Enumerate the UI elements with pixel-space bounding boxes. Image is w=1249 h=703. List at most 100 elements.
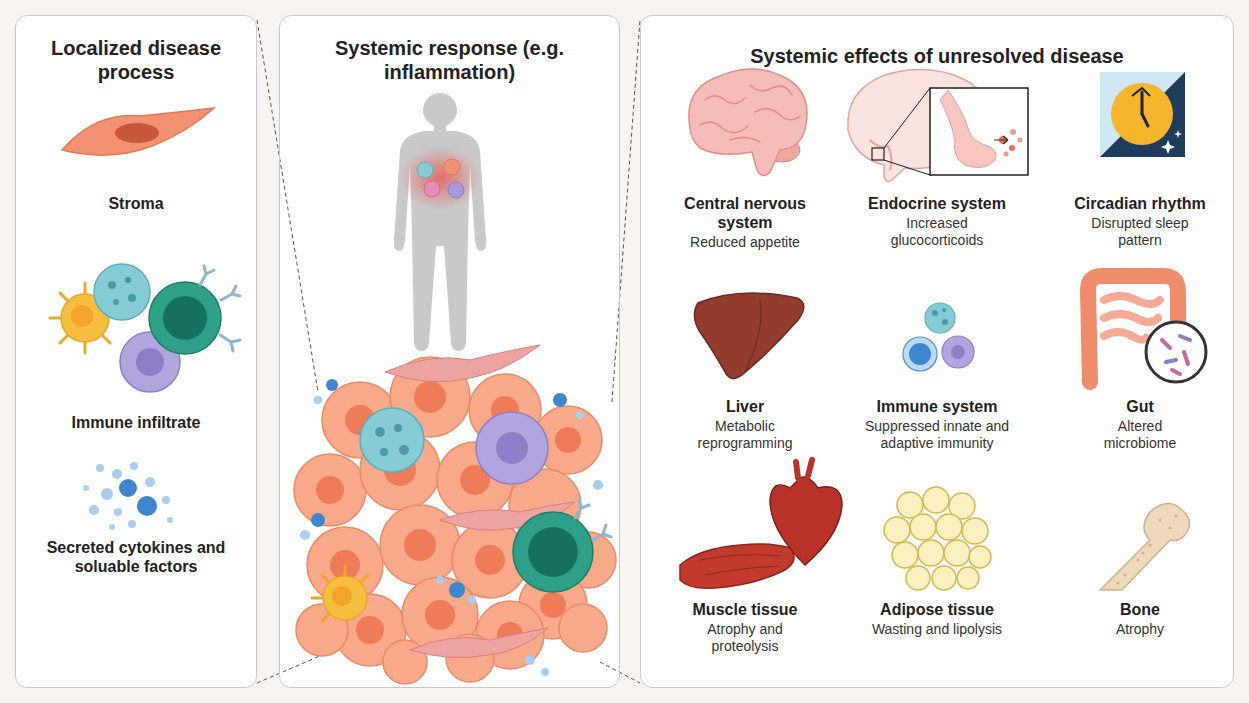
immune-cells	[125, 277, 131, 283]
item-description: Atrophy	[1060, 621, 1220, 638]
adipose-icon	[957, 567, 979, 589]
immune-cells	[221, 286, 240, 300]
label-holder: Immune infiltrate	[26, 413, 246, 432]
cytokine-dots	[83, 485, 89, 491]
tumor-cytokines	[525, 655, 535, 665]
bone-icon	[1100, 503, 1190, 590]
bone-icon	[1100, 503, 1190, 590]
adipose-icon	[884, 487, 991, 590]
bone-icon	[1141, 551, 1144, 554]
label-holder: Stroma	[31, 194, 241, 213]
tumor-nucleus	[475, 545, 505, 575]
cytokine-dots	[83, 462, 173, 530]
tumor-immune-cells	[360, 408, 424, 472]
immune-cells	[50, 264, 240, 392]
item-title: Circadian rhythm	[1045, 194, 1235, 213]
panel-ground	[15, 15, 257, 688]
panel-heading: Localized disease process	[25, 36, 247, 84]
clock-icon	[1142, 114, 1148, 126]
clock-icon	[1141, 92, 1144, 114]
label-holder: Suppressed innate and adaptive immunity	[855, 418, 1020, 452]
tumor-immune-cells	[332, 586, 352, 606]
immune-icon	[903, 303, 974, 371]
person-figure	[448, 182, 464, 198]
tumor-immune-cells	[575, 500, 611, 540]
item-title: Immune infiltrate	[26, 413, 246, 432]
tumor-immune-cells	[375, 427, 385, 437]
tumor-cytokines	[468, 596, 476, 604]
tumor-nucleus	[316, 476, 344, 504]
tumor-stroma	[385, 345, 575, 658]
tumor-cytokines	[314, 396, 322, 404]
label-holder: Increased glucocorticoids	[862, 215, 1012, 249]
adipose-icon	[944, 540, 970, 566]
immune-cells	[71, 305, 93, 327]
item-description: Atrophy and proteolysis	[693, 621, 798, 655]
tumor-immune-cells	[593, 525, 611, 540]
item-title: Secreted cytokines and soluable factors	[36, 538, 236, 576]
item-title: Stroma	[31, 194, 241, 213]
item-title: Gut	[1045, 397, 1235, 416]
label-holder: Gut	[1045, 397, 1235, 416]
panel-ground	[279, 15, 620, 688]
stroma-cell	[62, 108, 214, 155]
endocrine-icon	[994, 136, 1008, 144]
tumor-immune-cells	[323, 576, 367, 620]
gut-icon	[1180, 336, 1190, 340]
endocrine-icon	[884, 160, 930, 175]
gut-icon	[1162, 336, 1190, 374]
label-holder: Immune system	[842, 397, 1032, 416]
cytokine-dots	[109, 524, 115, 530]
tumor-nucleus	[356, 616, 384, 644]
immune-icon	[903, 337, 937, 371]
label-holder: Secreted cytokines and soluable factors	[36, 538, 236, 576]
tumor-cytokines	[326, 379, 338, 391]
clock-icon	[1100, 72, 1185, 157]
person-figure	[423, 93, 457, 127]
item-title: Muscle tissue	[650, 600, 840, 619]
zoom-line	[257, 20, 318, 392]
liver-icon	[694, 293, 803, 378]
tumor-cytokines	[593, 480, 603, 490]
tumor-stroma	[410, 628, 548, 658]
clock-icon	[1100, 72, 1185, 157]
muscle-heart-icon	[680, 460, 842, 588]
tumor-immune-cells	[575, 500, 589, 518]
brain-icon	[755, 109, 800, 120]
tumor-cytokines	[449, 582, 465, 598]
label-holder: Circadian rhythm	[1045, 194, 1235, 213]
immune-cells	[94, 264, 150, 320]
item-description: Altered microbiome	[1090, 418, 1190, 452]
label-holder: Central nervous system	[660, 194, 830, 232]
person-figure	[394, 93, 486, 351]
item-description: Metabolic reprogramming	[683, 418, 808, 452]
gut-icon	[1146, 322, 1206, 382]
item-title: Bone	[1045, 600, 1235, 619]
immune-cells	[200, 266, 240, 351]
panel-heading: Systemic effects of unresolved disease	[657, 44, 1217, 68]
tumor-immune-cells	[394, 424, 402, 432]
adipose-icon	[892, 542, 918, 568]
cytokine-dots	[162, 496, 170, 504]
label-holder: Atrophy and proteolysis	[693, 621, 798, 655]
immune-icon	[925, 303, 955, 333]
muscle-heart-icon	[796, 460, 812, 478]
label-holder: Disrupted sleep pattern	[1075, 215, 1205, 249]
tumor-nucleus	[414, 381, 446, 413]
cytokine-dots	[145, 477, 155, 487]
person-figure	[417, 162, 433, 178]
tumor-immune-cells	[312, 566, 368, 621]
bone-icon	[1174, 514, 1177, 517]
immune-icon	[909, 343, 931, 365]
tumor-immune-cells	[312, 408, 611, 621]
gut-icon	[1088, 276, 1206, 382]
adipose-icon	[932, 566, 956, 590]
adipose-icon	[910, 514, 936, 540]
muscle-heart-icon	[680, 544, 794, 588]
immune-icon	[942, 319, 948, 325]
adipose-icon	[969, 546, 991, 568]
cytokine-dots	[96, 464, 104, 472]
label-holder: Endocrine system	[842, 194, 1032, 213]
